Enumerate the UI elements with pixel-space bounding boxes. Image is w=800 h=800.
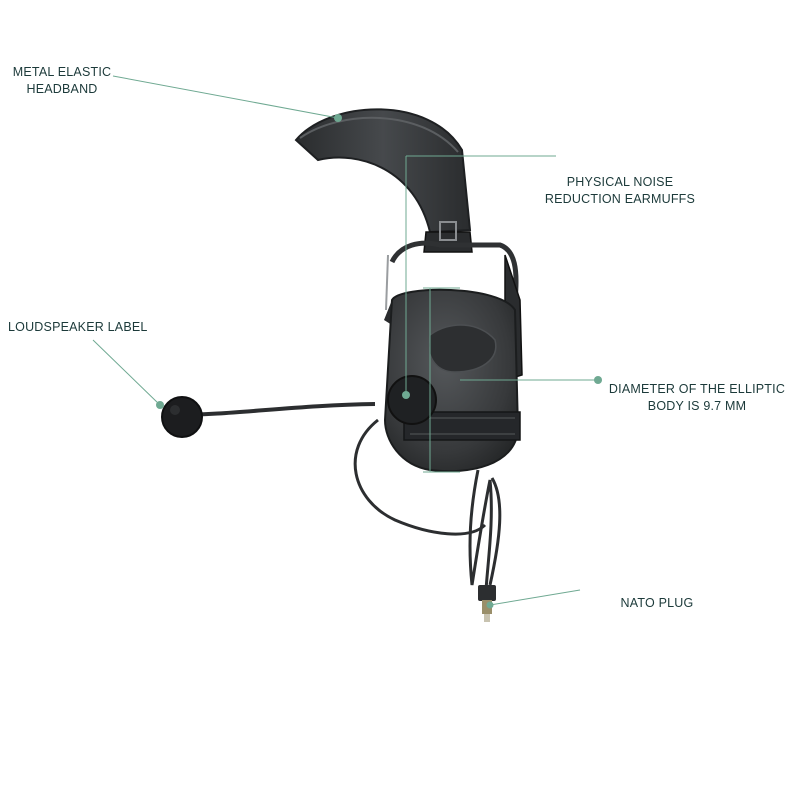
label-line: PHYSICAL NOISE [566,175,674,189]
callout-dots [156,114,602,609]
dot-nato [486,601,494,609]
dot-headband [334,114,342,122]
label-line: HEADBAND [26,82,98,96]
headset-illustration [161,108,523,622]
metal-wire [389,240,519,301]
label-metal-elastic-headband: METAL ELASTIC HEADBAND [6,64,118,98]
label-loudspeaker: LOUDSPEAKER LABEL [8,319,148,336]
callout-lines [92,75,598,606]
callout-nato [489,589,581,606]
mic-windscreen [161,396,203,438]
label-line: LOUDSPEAKER LABEL [8,320,148,334]
cable [353,418,487,536]
label-noise-reduction-earmuffs: PHYSICAL NOISE REDUCTION EARMUFFS [532,174,708,208]
mic-boom [175,402,376,417]
label-line: BODY IS 9.7 MM [647,399,747,413]
callout-loudspeaker [92,339,161,406]
dot-diameter [594,376,602,384]
dot-earmuffs [402,391,410,399]
label-line: METAL ELASTIC [12,65,112,79]
label-line: DIAMETER OF THE ELLIPTIC [608,382,786,396]
headband [294,108,472,234]
callout-headband [112,75,339,119]
label-line: NATO PLUG [620,596,694,610]
dot-loudspeaker [156,401,164,409]
nato-plug [478,585,496,622]
ear-cup [383,288,521,473]
label-elliptic-diameter: DIAMETER OF THE ELLIPTIC BODY IS 9.7 MM [602,381,792,415]
label-nato-plug: NATO PLUG [612,595,702,612]
label-line: REDUCTION EARMUFFS [544,192,696,206]
